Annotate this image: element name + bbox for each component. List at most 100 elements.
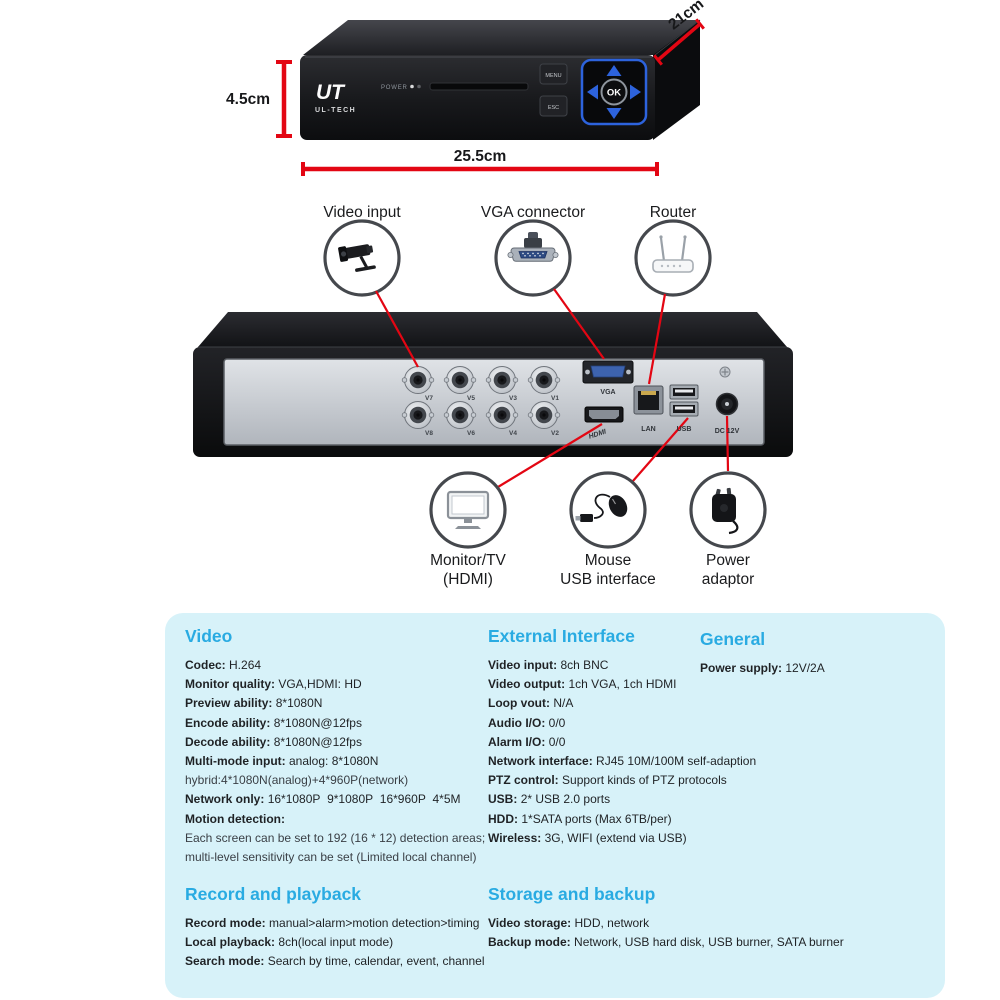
callout-power: Power adaptor: [689, 471, 767, 588]
section-general: General Power supply: 12V/2A: [700, 629, 825, 678]
spec-row-value: N/A: [553, 696, 574, 711]
dc-port-label: DC 12V: [715, 428, 740, 435]
callout-mouse-label-1: Mouse: [585, 552, 632, 569]
spec-row-value: Network, USB hard disk, USB burner, SATA…: [574, 935, 844, 950]
section-storage-title: Storage and backup: [488, 884, 656, 904]
bnc-label: V4: [509, 430, 517, 437]
line-video-input-to-bnc: [375, 290, 419, 368]
spec-row-label: Decode ability:: [185, 734, 271, 749]
esc-button-label: ESC: [548, 105, 559, 111]
spec-row-label: Multi-mode input:: [185, 754, 286, 769]
spec-row-label: Network only:: [185, 792, 265, 807]
esc-button[interactable]: [539, 95, 568, 117]
spec-row-label: Search mode:: [185, 954, 265, 969]
section-general-title: General: [700, 629, 766, 649]
spec-row: PTZ control: Support kinds of PTZ protoc…: [488, 771, 756, 790]
callout-monitor: Monitor/TV (HDMI): [429, 471, 507, 588]
dc-power-port: [715, 392, 739, 416]
dimension-height-label: 4.5cm: [226, 91, 270, 108]
dpad-left-arrow-icon[interactable]: [587, 84, 598, 100]
spec-row-value: 0/0: [548, 715, 566, 730]
spec-row-label: Audio I/O:: [488, 715, 546, 730]
section-record-playback: Record and playback Record mode: manual>…: [185, 884, 485, 972]
rear-top-face: [198, 312, 787, 347]
spec-row-value: 8*1080N: [275, 696, 323, 711]
rear-port-labels: V7 V5 V3 V1 V8 V6 V4 V2 VGA HDMI LAN USB…: [425, 389, 740, 441]
spec-row-label: Network interface:: [488, 754, 593, 769]
dpad-down-arrow-icon[interactable]: [606, 108, 622, 119]
vga-port: [582, 360, 634, 384]
bnc-label: V3: [509, 395, 517, 402]
spec-row: Search mode: Search by time, calendar, e…: [185, 952, 485, 971]
spec-row: Monitor quality: VGA,HDMI: HD: [185, 675, 485, 694]
spec-row-value: VGA,HDMI: HD: [278, 677, 362, 692]
spec-row-value: Each screen can be set to 192 (16 * 12) …: [185, 830, 486, 845]
section-storage-backup: Storage and backup Video storage: HDD, n…: [488, 884, 844, 952]
spec-row: Wireless: 3G, WIFI (extend via USB): [488, 829, 756, 848]
menu-button[interactable]: [539, 63, 568, 85]
power-adaptor-icon: [712, 487, 739, 535]
bnc-label: V8: [425, 430, 433, 437]
dpad-up-arrow-icon[interactable]: [606, 65, 622, 76]
brand-sub-label: UL-TECH: [315, 107, 356, 114]
dpad-right-arrow-icon[interactable]: [630, 84, 641, 100]
front-slot: [429, 82, 529, 91]
bnc-label: V6: [467, 430, 475, 437]
usb-port-label: USB: [677, 426, 692, 433]
menu-button-label: MENU: [545, 73, 561, 79]
spec-row-label: Alarm I/O:: [488, 734, 546, 749]
section-record-rows: Record mode: manual>alarm>motion detecti…: [185, 914, 485, 972]
spec-row: Decode ability: 8*1080N@12fps: [185, 733, 485, 752]
spec-row-value: 2* USB 2.0 ports: [520, 792, 611, 807]
usb-ports: [669, 384, 699, 417]
lan-port-label: LAN: [641, 426, 655, 433]
spec-row: Record mode: manual>alarm>motion detecti…: [185, 914, 485, 933]
spec-row-value: multi-level sensitivity can be set (Limi…: [185, 850, 477, 865]
section-video-title: Video: [185, 626, 233, 646]
spec-row-value: hybrid:4*1080N(analog)+4*960P(network): [185, 773, 409, 788]
spec-row-value: RJ45 10M/100M self-adaption: [596, 754, 757, 769]
spec-row: Motion detection:: [185, 810, 485, 829]
spec-row-value: Support kinds of PTZ protocols: [562, 773, 727, 788]
power-label: POWER: [381, 85, 408, 91]
camera-icon: [338, 244, 376, 272]
spec-row-label: Video storage:: [488, 916, 572, 930]
hdmi-port: [584, 406, 624, 423]
callout-router: Router: [634, 204, 712, 297]
spec-row-label: Loop vout:: [488, 696, 550, 711]
spec-row-value: 0/0: [548, 734, 566, 749]
dimension-width: 25.5cm: [301, 148, 659, 176]
lan-port: [633, 385, 664, 415]
screw-icon: [719, 366, 731, 378]
callout-video-input-label: Video input: [323, 204, 401, 221]
monitor-icon: [446, 490, 490, 529]
spec-row-label: Wireless:: [488, 830, 542, 845]
router-icon: [652, 235, 694, 273]
ok-button[interactable]: [600, 78, 628, 106]
spec-row: Network interface: RJ45 10M/100M self-ad…: [488, 752, 756, 771]
section-external-title: External Interface: [488, 626, 635, 646]
spec-row: hybrid:4*1080N(analog)+4*960P(network): [185, 771, 485, 790]
callout-mouse: Mouse USB interface: [560, 471, 656, 588]
spec-row: USB: 2* USB 2.0 ports: [488, 790, 756, 809]
spec-row: Video storage: HDD, network: [488, 914, 844, 933]
spec-row: multi-level sensitivity can be set (Limi…: [185, 848, 485, 867]
spec-row-label: PTZ control:: [488, 773, 559, 788]
spec-row: Preview ability: 8*1080N: [185, 694, 485, 713]
vga-port-label: VGA: [600, 389, 615, 396]
spec-row: Backup mode: Network, USB hard disk, USB…: [488, 933, 844, 952]
spec-row-value: 3G, WIFI (extend via USB): [544, 830, 687, 845]
dimension-height: 4.5cm: [226, 60, 292, 138]
spec-row-label: Preview ability:: [185, 696, 273, 711]
front-top-face: [303, 20, 700, 55]
dpad-control[interactable]: OK: [580, 58, 648, 126]
dimension-width-label: 25.5cm: [454, 148, 507, 165]
callout-video-input: Video input: [323, 204, 401, 297]
line-usb-to-mouse: [632, 417, 689, 482]
spec-row-label: Local playback:: [185, 935, 276, 950]
